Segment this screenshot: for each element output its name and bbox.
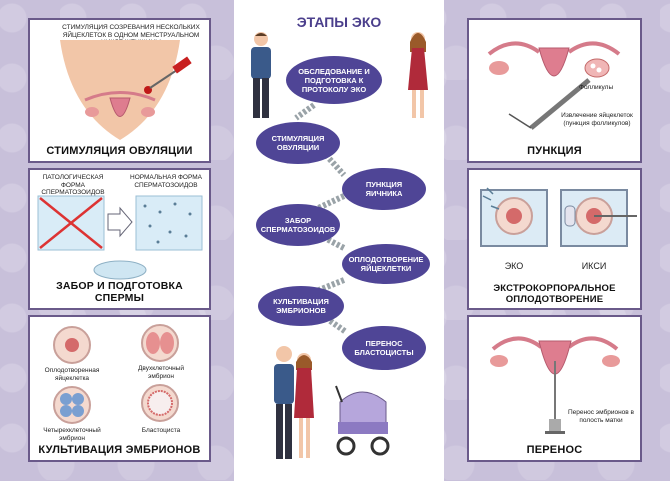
label-follicles: Фолликулы xyxy=(579,84,614,91)
culture-label-blastocyst: Бластоциста xyxy=(141,427,181,434)
family-figure xyxy=(274,346,314,459)
panel-ivf: ЭКО ИКСИ ЭКСТРОКОРПОРАЛЬНОЕ ОПЛОДОТВОРЕН… xyxy=(467,168,642,310)
stimulation-illustration xyxy=(60,40,192,140)
transfer-illustration xyxy=(490,336,620,434)
culture-label-two-cell: Двухклеточный эмбрион xyxy=(138,365,184,380)
step-bubble-fertilization: ОПЛОДОТВОРЕНИЕ ЯЙЦЕКЛЕТКИ xyxy=(342,244,430,284)
culture-label-fertilized: Оплодотворенная яйцеклетка xyxy=(44,367,100,382)
woman-figure xyxy=(408,32,428,118)
step-bubble-puncture: ПУНКЦИЯ ЯИЧНИКА xyxy=(342,168,426,210)
culture-cells-illustration xyxy=(53,324,179,424)
sperm-title: ЗАБОР И ПОДГОТОВКА СПЕРМЫ xyxy=(56,280,183,304)
sperm-label-abnormal: ПАТОЛОГИЧЕСКАЯ ФОРМА СПЕРМАТОЗОИДОВ xyxy=(41,174,105,196)
man-figure xyxy=(251,32,271,118)
sperm-label-normal: НОРМАЛЬНАЯ ФОРМА СПЕРМАТОЗОИДОВ xyxy=(130,174,202,189)
panel-stimulation: СТИМУЛЯЦИЯ СОЗРЕВАНИЯ НЕСКОЛЬКИХ ЯЙЦЕКЛЕ… xyxy=(28,18,211,163)
center-steps: ЭТАПЫ ЭКО ОБСЛЕДОВАНИЕ И ПОДГОТОВКА К ПР… xyxy=(234,0,444,481)
step-bubble-stimulation: СТИМУЛЯЦИЯ ОВУЛЯЦИИ xyxy=(256,122,340,164)
sperm-illustration xyxy=(37,195,203,280)
panel-sperm: ПАТОЛОГИЧЕСКАЯ ФОРМА СПЕРМАТОЗОИДОВ НОРМ… xyxy=(28,168,211,310)
panel-culture: Оплодотворенная яйцеклетка Двухклеточный… xyxy=(28,315,211,462)
puncture-illustration xyxy=(487,41,621,130)
stroller-icon xyxy=(335,385,390,456)
ivf-label-icsi: ИКСИ xyxy=(581,261,607,271)
transfer-caption: Перенос эмбрионов в полость матки xyxy=(568,409,634,424)
step-bubble-preparation: ОБСЛЕДОВАНИЕ И ПОДГОТОВКА К ПРОТОКОЛУ ЭК… xyxy=(286,56,382,104)
step-bubble-sperm: ЗАБОР СПЕРМАТОЗОИДОВ xyxy=(256,204,340,246)
culture-label-four-cell: Четырехклеточный эмбрион xyxy=(43,427,101,442)
ivf-label-eco: ЭКО xyxy=(504,261,524,271)
label-extraction: Извлечение яйцеклеток (пункция фолликуло… xyxy=(561,112,633,127)
step-bubble-culture: КУЛЬТИВАЦИЯ ЭМБРИОНОВ xyxy=(258,286,344,326)
step-bubble-transfer: ПЕРЕНОС БЛАСТОЦИСТЫ xyxy=(342,326,426,370)
panel-transfer: Перенос эмбрионов в полость матки ПЕРЕНО… xyxy=(467,315,642,462)
stimulation-title: СТИМУЛЯЦИЯ ОВУЛЯЦИИ xyxy=(46,145,193,157)
panel-puncture: Фолликулы Извлечение яйцеклеток (пункция… xyxy=(467,18,642,163)
culture-title: КУЛЬТИВАЦИЯ ЭМБРИОНОВ xyxy=(38,444,201,456)
puncture-title: ПУНКЦИЯ xyxy=(527,145,582,157)
ivf-illustration xyxy=(480,187,637,247)
center-title: ЭТАПЫ ЭКО xyxy=(296,14,382,30)
transfer-title: ПЕРЕНОС xyxy=(526,444,583,456)
ivf-title: ЭКСТРОКОРПОРАЛЬНОЕ ОПЛОДОТВОРЕНИЕ xyxy=(493,283,616,305)
